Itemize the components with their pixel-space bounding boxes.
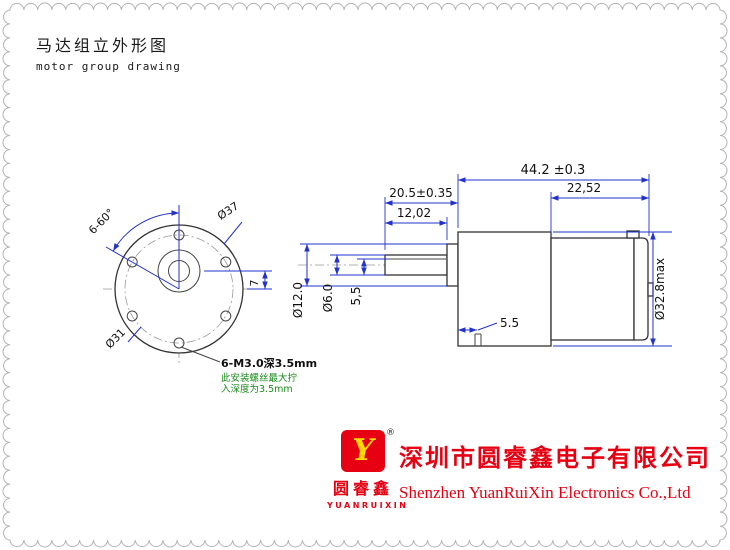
total-length-label: 44.2 ±0.3 [521,163,586,178]
screw-position-label: 5.5 [500,316,519,330]
flat-length-label: 12,02 [397,206,431,220]
company-name-cn: 深圳市圆睿鑫电子有限公司 [399,444,711,472]
shaft-diameter-label: Ø6.0 [321,284,335,313]
flat-height-label: 5,5 [349,286,363,305]
boss-diameter-label: Ø12.0 [291,282,305,318]
hole-angle-label: 6-60° [86,206,117,237]
motor-body [550,237,635,341]
shaft-length-label: 20.5±0.35 [389,186,453,200]
mounting-hole [126,256,138,268]
mounting-hole [126,310,138,322]
bolt-circle [124,234,234,344]
company-logo: Y ® 圆睿鑫 YUANRUIXIN [327,428,409,510]
title-block: 马达组立外形图 motor group drawing [36,32,181,73]
body-diameter-label: Ø32.8max [653,258,667,320]
bolt-circle-label: Ø31 [103,326,128,351]
terminal-tab [626,230,640,239]
angle-dim-arc [112,210,180,252]
gearbox-body [457,231,552,347]
registered-trademark-icon: ® [386,428,395,438]
screw-depth-note-line2: 入深度为3.5mm [221,383,293,395]
shaft-boss [446,243,459,287]
side-view: 44.2 ±0.3 22,52 20.5±0.35 12,02 Ø12.0 Ø6… [291,163,672,347]
thread-note-label: 6-M3.0深3.5mm [221,356,317,370]
output-shaft [384,254,448,276]
page-title-cn: 马达组立外形图 [36,36,170,55]
angle-dim-line-2 [105,246,180,290]
logo-name-cn: 圆睿鑫 [332,479,393,498]
mounting-hole [173,337,185,349]
outer-diameter-leader [223,221,243,245]
mounting-hole [220,256,232,268]
front-view: Ø37 6-60° Ø31 7 6-M3.0深3.5mm 此安装螺丝最大拧 入深… [86,199,317,395]
logo-mark: Y [341,430,385,472]
logo-name-en: YUANRUIXIN [327,501,409,510]
bolt-circle-leader [127,326,142,343]
company-name-block: 深圳市圆睿鑫电子有限公司 Shenzhen YuanRuiXin Electro… [399,438,711,503]
thread-note-leader [180,346,221,363]
motor-end-cap [633,237,649,341]
screw-position-leader [477,322,498,331]
page-title-en: motor group drawing [36,60,181,73]
company-name-en: Shenzhen YuanRuiXin Electronics Co.,Ltd [399,483,691,502]
mounting-hole [220,310,232,322]
motor-length-label: 22,52 [567,181,601,195]
logo-letter: Y [352,433,374,468]
footer: Y ® 圆睿鑫 YUANRUIXIN 深圳市圆睿鑫电子有限公司 Shenzhen… [0,424,730,534]
screw-depth-note-line1: 此安装螺丝最大拧 [221,372,298,384]
outer-diameter-label: Ø37 [215,199,241,222]
shaft-offset-label: 7 [248,280,261,287]
